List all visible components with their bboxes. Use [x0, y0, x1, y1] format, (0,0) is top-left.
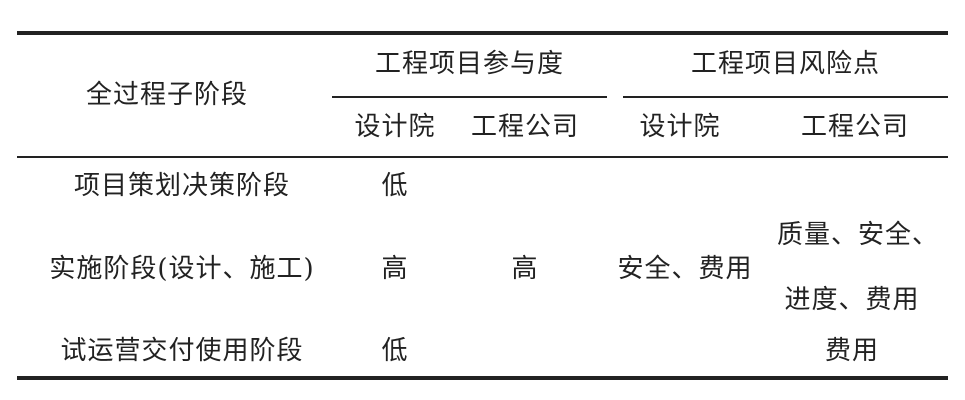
cell-participation-design-institute: 高 [381, 254, 409, 284]
header-participation-group: 工程项目参与度 [374, 49, 564, 79]
table-top-rule [17, 31, 948, 35]
cell-stage: 实施阶段(设计、施工) [49, 254, 315, 284]
cell-risk-engineering-company-line2: 进度、费用 [784, 285, 920, 315]
header-risk-group: 工程项目风险点 [690, 49, 880, 79]
risk-group-rule [623, 96, 948, 98]
table-bottom-rule [17, 376, 948, 380]
cell-risk-design-institute: 安全、费用 [617, 254, 753, 284]
cell-participation-design-institute: 低 [381, 336, 409, 366]
subheader-risk-design-institute: 设计院 [639, 112, 721, 142]
cell-risk-engineering-company-line1: 质量、安全、 [776, 220, 939, 250]
cell-risk-engineering-company: 费用 [824, 336, 879, 366]
cell-stage: 试运营交付使用阶段 [60, 336, 304, 366]
cell-stage: 项目策划决策阶段 [73, 171, 290, 201]
header-bottom-rule [17, 156, 948, 158]
cell-participation-engineering-company: 高 [511, 254, 539, 284]
header-stage: 全过程子阶段 [85, 80, 248, 110]
subheader-participation-design-institute: 设计院 [354, 112, 436, 142]
participation-group-rule [332, 96, 607, 98]
cell-participation-design-institute: 低 [381, 171, 409, 201]
subheader-participation-engineering-company: 工程公司 [470, 112, 579, 142]
subheader-risk-engineering-company: 工程公司 [800, 112, 909, 142]
